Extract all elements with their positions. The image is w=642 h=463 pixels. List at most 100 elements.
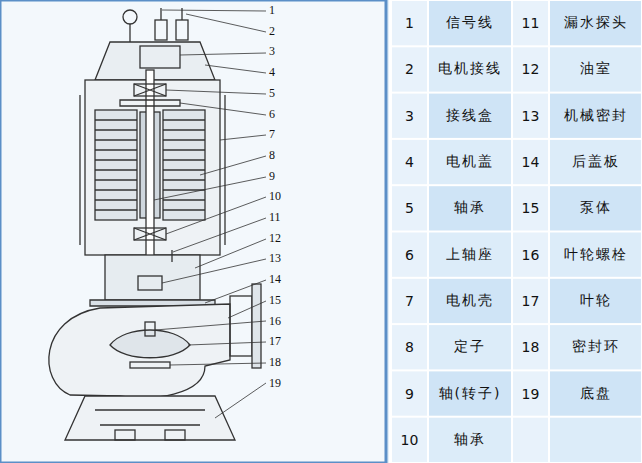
part-number: 12 xyxy=(522,61,540,77)
part-number-cell: 18 xyxy=(512,324,549,370)
table-cell-bg xyxy=(429,140,511,184)
callout-number: 2 xyxy=(267,25,277,38)
part-number-cell: 14 xyxy=(512,139,549,185)
part-name: 机械密封 xyxy=(564,107,628,125)
part-number-cell: 2 xyxy=(391,46,428,92)
table-cell-bg xyxy=(513,186,548,230)
part-name: 密封环 xyxy=(572,338,620,356)
pump-section xyxy=(49,8,261,440)
part-name-cell: 定子 xyxy=(428,324,512,370)
part-number-cell: 6 xyxy=(391,232,428,278)
table-cell-bg xyxy=(513,1,548,45)
callout-number: 16 xyxy=(267,315,283,328)
callout-number: 12 xyxy=(267,232,283,245)
part-name-cell: 轴承 xyxy=(428,185,512,231)
part-name-cell: 电机盖 xyxy=(428,139,512,185)
part-number-cell: 1 xyxy=(391,0,428,46)
table-cell-bg xyxy=(392,94,427,138)
callout-number: 14 xyxy=(267,273,283,286)
part-number: 15 xyxy=(522,200,540,216)
table-cell-bg xyxy=(429,94,511,138)
callout-number: 8 xyxy=(267,149,277,162)
part-number-cell: 3 xyxy=(391,93,428,139)
table-cell-bg xyxy=(550,325,641,369)
part-name-cell: 接线盒 xyxy=(428,93,512,139)
table-cell-bg xyxy=(392,325,427,369)
part-number-cell: 4 xyxy=(391,139,428,185)
part-name: 后盖板 xyxy=(572,153,620,171)
part-number-cell: 16 xyxy=(512,232,549,278)
part-number-cell: 19 xyxy=(512,370,549,416)
part-number: 9 xyxy=(405,386,414,402)
callout-number: 1 xyxy=(267,4,277,17)
part-name: 电机壳 xyxy=(446,292,494,310)
callout-number: 7 xyxy=(267,128,277,141)
part-number: 14 xyxy=(522,154,540,170)
part-name-cell: 电机接线 xyxy=(428,46,512,92)
callout-number: 9 xyxy=(267,170,277,183)
callout-number: 6 xyxy=(267,108,277,121)
table-grid xyxy=(392,1,641,462)
part-name: 油室 xyxy=(580,60,612,78)
part-number: 2 xyxy=(405,61,414,77)
table-cell-bg xyxy=(550,418,641,462)
part-number: 5 xyxy=(405,200,414,216)
table-cell-bg xyxy=(513,94,548,138)
table-cell-bg xyxy=(392,279,427,323)
table-cell-bg xyxy=(429,186,511,230)
table-cell-bg xyxy=(550,47,641,91)
part-number-cell: 17 xyxy=(512,278,549,324)
part-name: 轴(转子) xyxy=(439,385,502,403)
drawing-panel xyxy=(0,0,386,463)
part-number: 11 xyxy=(522,15,540,31)
callout-number: 18 xyxy=(267,356,283,369)
part-number-cell: 10 xyxy=(391,417,428,463)
table-cell-bg xyxy=(429,47,511,91)
table-cell-bg xyxy=(550,140,641,184)
table-cell-bg xyxy=(429,233,511,277)
part-name-cell: 上轴座 xyxy=(428,232,512,278)
callout-number: 17 xyxy=(267,335,283,348)
part-number-cell: 5 xyxy=(391,185,428,231)
part-number: 16 xyxy=(522,247,540,263)
part-number: 6 xyxy=(405,247,414,263)
part-name-cell: 泵体 xyxy=(549,185,642,231)
part-number: 19 xyxy=(522,386,540,402)
part-name: 泵体 xyxy=(580,199,612,217)
callout-number: 5 xyxy=(267,87,277,100)
table-cell-bg xyxy=(392,371,427,415)
part-name: 底盘 xyxy=(580,385,612,403)
part-name: 信号线 xyxy=(446,14,494,32)
table-cell-bg xyxy=(550,94,641,138)
table-ground xyxy=(389,0,642,463)
table-cell-bg xyxy=(550,186,641,230)
part-name: 叶轮 xyxy=(580,292,612,310)
part-number: 17 xyxy=(522,293,540,309)
part-name-cell: 机械密封 xyxy=(549,93,642,139)
part-number: 4 xyxy=(405,154,414,170)
part-name-cell: 轴承 xyxy=(428,417,512,463)
part-name: 电机接线 xyxy=(438,60,502,78)
part-number-cell: 13 xyxy=(512,93,549,139)
part-number: 7 xyxy=(405,293,414,309)
table-cell-bg xyxy=(392,47,427,91)
table-cell-bg xyxy=(392,1,427,45)
table-cell-bg xyxy=(550,1,641,45)
part-name-cell: 信号线 xyxy=(428,0,512,46)
table-cell-bg xyxy=(429,371,511,415)
table-cell-bg xyxy=(513,325,548,369)
part-name: 接线盒 xyxy=(446,107,494,125)
part-number: 3 xyxy=(405,108,414,124)
part-name: 漏水探头 xyxy=(564,14,628,32)
part-name: 定子 xyxy=(454,338,486,356)
part-number: 18 xyxy=(522,339,540,355)
part-number-cell: 15 xyxy=(512,185,549,231)
callout-number: 19 xyxy=(267,377,283,390)
table-cell-bg xyxy=(513,140,548,184)
table-cell-bg xyxy=(550,279,641,323)
part-number-cell: 12 xyxy=(512,46,549,92)
part-name: 轴承 xyxy=(454,431,486,449)
part-name-cell: 密封环 xyxy=(549,324,642,370)
table-cell-bg xyxy=(392,140,427,184)
